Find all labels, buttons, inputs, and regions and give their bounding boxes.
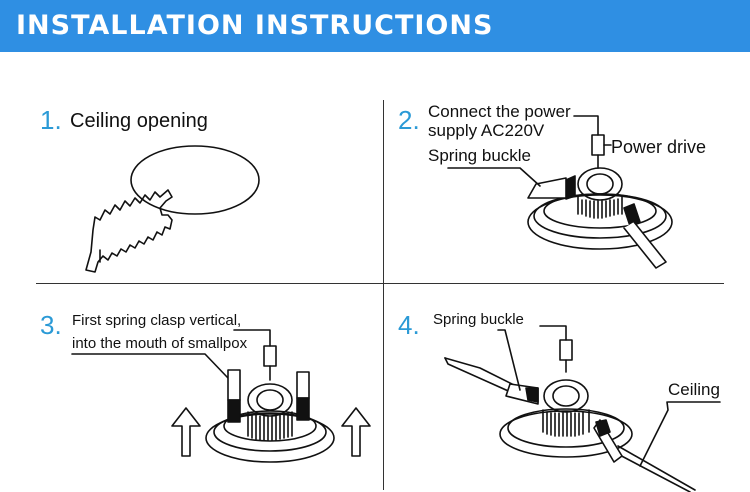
step-1-illustration: [85, 145, 260, 273]
step-2-power-drive-label: Power drive: [611, 137, 707, 157]
step-4-number: 4.: [398, 310, 420, 340]
step-1-label: Ceiling opening: [70, 110, 208, 132]
up-arrow-icon-right: [341, 407, 371, 457]
step-2-label-line2: supply AC220V: [428, 121, 545, 140]
power-plug-icon-step-3: [263, 345, 277, 367]
ceiling-opening-outline: [130, 145, 260, 215]
step-1-number: 1.: [40, 105, 62, 135]
step-4-illustration: [444, 325, 721, 492]
step-4-spring-buckle-label: Spring buckle: [433, 311, 524, 328]
step-2-number: 2.: [398, 105, 420, 135]
power-plug-icon-step-4: [559, 339, 573, 361]
step-3-label-line2: into the mouth of smallpox: [72, 335, 248, 352]
power-plug-icon: [591, 134, 605, 156]
up-arrow-icon-left: [171, 407, 201, 457]
step-3-label-line1: First spring clasp vertical,: [72, 312, 242, 329]
step-2-label-line1: Connect the power: [428, 102, 571, 121]
step-3-number: 3.: [40, 310, 62, 340]
step-2-spring-buckle-label: Spring buckle: [428, 146, 532, 165]
divider-vertical: [383, 100, 384, 490]
step-3-illustration: [71, 329, 371, 463]
divider-horizontal: [36, 283, 724, 284]
saw-icon: [85, 189, 173, 273]
step-2-illustration: [447, 115, 673, 269]
page-title: INSTALLATION INSTRUCTIONS: [16, 10, 494, 41]
step-4-ceiling-label: Ceiling: [668, 380, 720, 399]
header-banner: INSTALLATION INSTRUCTIONS: [0, 0, 750, 52]
